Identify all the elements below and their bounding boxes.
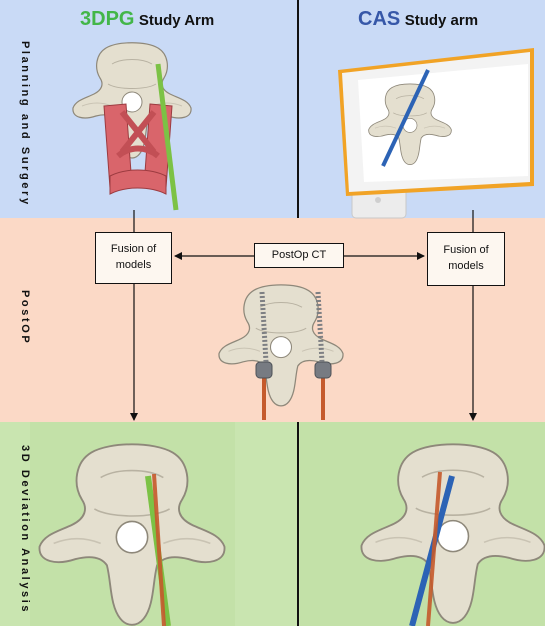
vertebra-model-analysis-right xyxy=(361,444,544,623)
postop-ct-box: PostOp CT xyxy=(254,243,344,268)
fusion-box-left-line2: models xyxy=(111,258,156,274)
postop-illustration xyxy=(219,285,343,420)
analysis-3dpg-illustration xyxy=(39,444,224,626)
vertebra-model-analysis-left xyxy=(39,444,224,625)
planning-3dpg-illustration xyxy=(73,43,191,210)
fusion-box-left: Fusion of models xyxy=(95,232,172,284)
analysis-cas-illustration xyxy=(361,444,544,626)
navigation-monitor xyxy=(338,48,534,218)
fusion-box-left-line1: Fusion of xyxy=(111,242,156,258)
fusion-box-right-line2: models xyxy=(443,259,488,275)
fusion-box-right: Fusion of models xyxy=(427,232,505,286)
fusion-box-right-line1: Fusion of xyxy=(443,243,488,259)
screw-head-left xyxy=(256,362,272,378)
screw-head-right xyxy=(315,362,331,378)
